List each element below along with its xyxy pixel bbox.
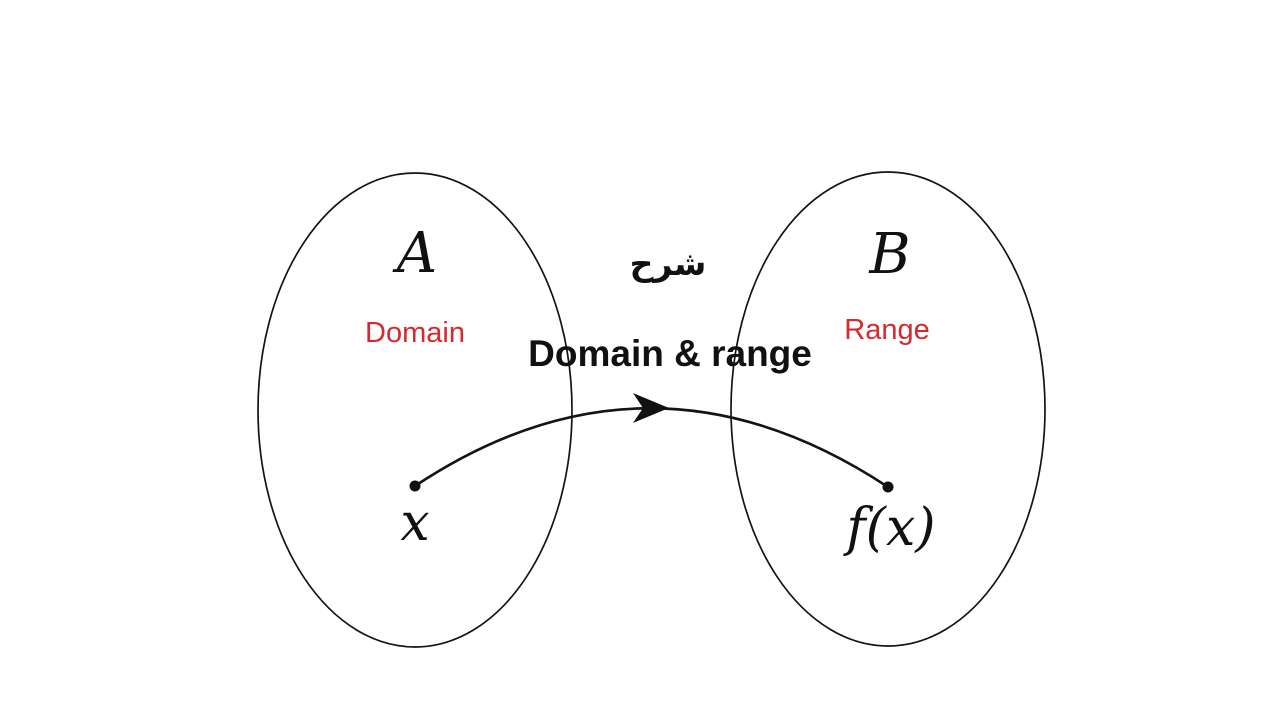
set-b-name: B	[868, 222, 910, 287]
set-b-ellipse	[730, 171, 1046, 647]
set-b-sublabel: Range	[844, 314, 929, 346]
diagram-title: Domain & range	[528, 333, 812, 374]
element-x-label: x	[400, 493, 429, 553]
set-a-sublabel: Domain	[365, 317, 465, 349]
set-a-name: A	[392, 221, 437, 286]
point-fx-dot	[882, 481, 894, 493]
set-a-ellipse	[257, 172, 573, 648]
element-fx-label: f(x)	[842, 498, 935, 558]
annotation-arabic-label: شرح	[630, 244, 707, 284]
point-x-dot	[409, 480, 421, 492]
arrowhead-icon	[633, 393, 669, 423]
mapping-arrow-curve	[413, 406, 890, 489]
